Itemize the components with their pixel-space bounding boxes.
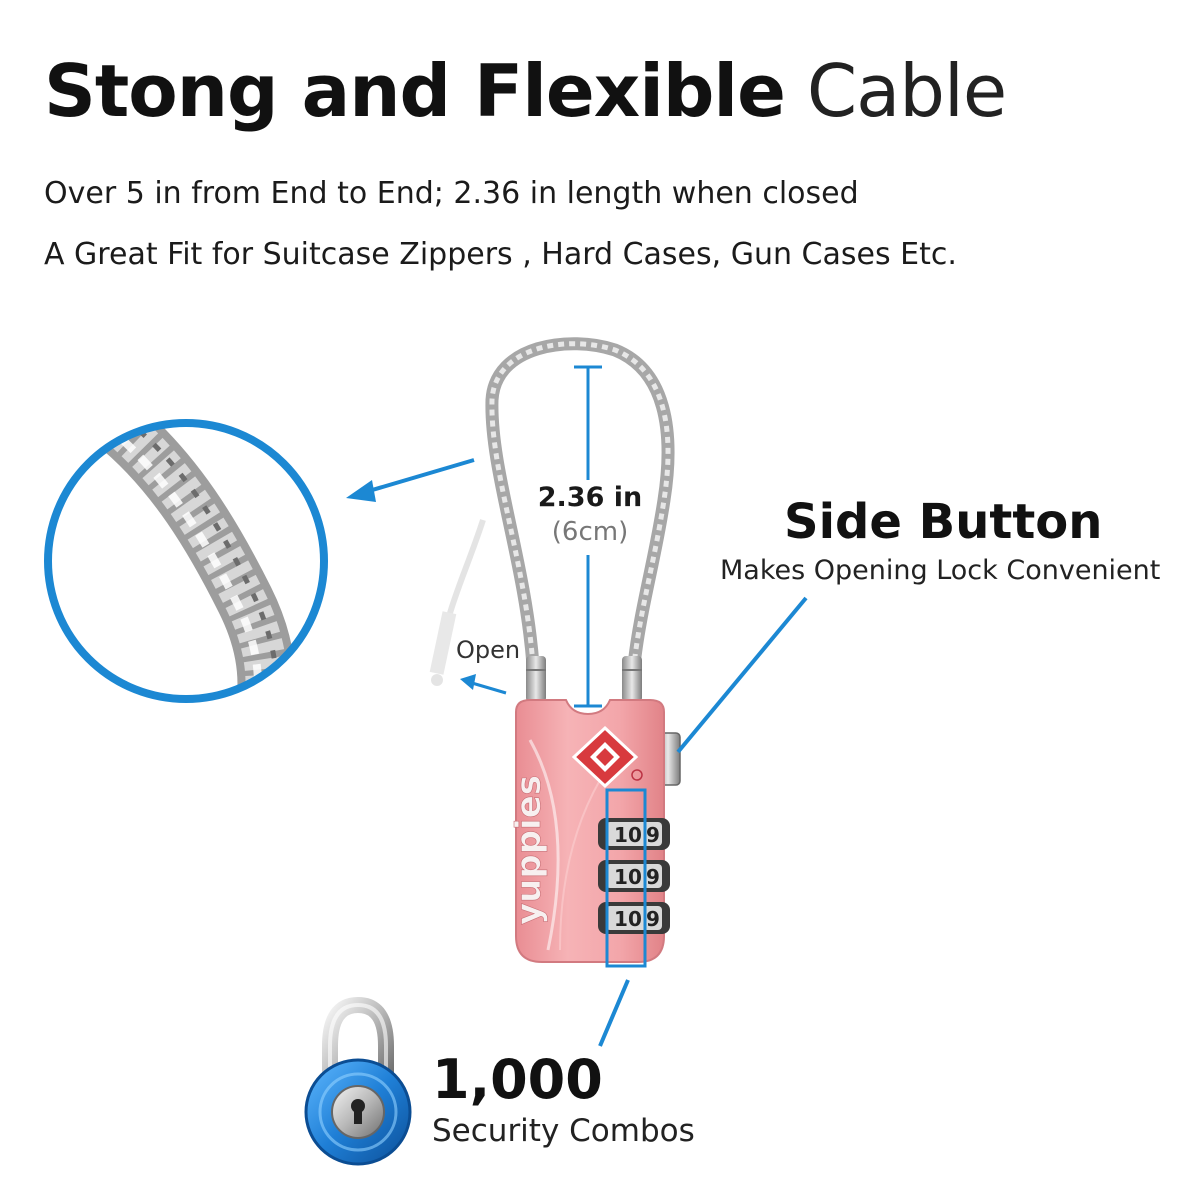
open-label: Open	[456, 636, 521, 664]
cable-loop	[485, 337, 675, 672]
shackle-posts	[526, 656, 642, 702]
subtitle-dimensions: Over 5 in from End to End; 2.36 in lengt…	[44, 176, 859, 211]
dial-digit: 9	[646, 865, 660, 889]
subtitle-uses: A Great Fit for Suitcase Zippers , Hard …	[44, 237, 957, 272]
dial-digit: 0	[628, 823, 642, 847]
dial-digit: 1	[614, 823, 628, 847]
page-title: Stong and Flexible Cable	[44, 48, 1007, 134]
zoom-arrow	[346, 458, 475, 502]
dial-digit: 0	[628, 907, 642, 931]
dial-wheels: 1 0 9 1 0 9 1 0 9	[598, 818, 670, 934]
dial-digit: 1	[614, 907, 628, 931]
dimension-metric: (6cm)	[551, 517, 629, 547]
dimension-value: 2.36 in	[537, 482, 643, 513]
dimension-line	[574, 365, 602, 708]
side-button-description: Makes Opening Lock Convenient	[720, 555, 1161, 586]
combo-leader-line	[598, 979, 630, 1047]
dial-digit: 9	[646, 823, 660, 847]
brand-logo: yuppies	[509, 775, 549, 925]
title-bold: Stong and Flexible	[44, 49, 786, 133]
dial-digit: 9	[646, 907, 660, 931]
title-light: Cable	[806, 49, 1007, 133]
side-button-leader-line	[676, 596, 808, 754]
open-position-ghost	[429, 519, 486, 686]
dial-digit: 1	[614, 865, 628, 889]
tsa-diamond-icon	[571, 725, 643, 789]
dial-digit: 0	[628, 865, 642, 889]
combo-count: 1,000	[432, 1048, 603, 1111]
padlock-icon	[304, 996, 412, 1166]
cable-zoom-circle	[44, 419, 328, 703]
open-arrow	[460, 674, 507, 695]
combo-description: Security Combos	[432, 1113, 695, 1149]
dial-highlight	[605, 788, 647, 968]
side-button-title: Side Button	[784, 494, 1103, 550]
